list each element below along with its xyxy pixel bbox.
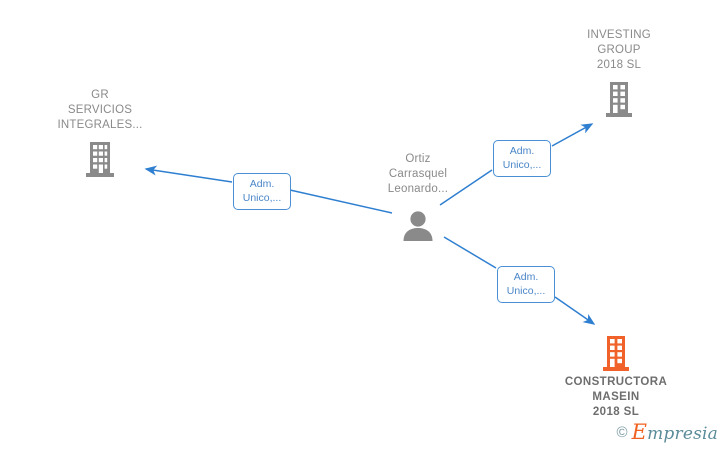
copyright-icon: © xyxy=(616,424,628,441)
building-icon xyxy=(531,330,701,372)
node-label-gr-servicios: GR SERVICIOS INTEGRALES... xyxy=(57,89,143,131)
node-gr-servicios[interactable]: GR SERVICIOS INTEGRALES... xyxy=(15,88,185,178)
brand-rest: mpresia xyxy=(647,424,718,444)
building-icon xyxy=(534,76,704,118)
edge-label-gr-servicios[interactable]: Adm. Unico,... xyxy=(233,173,291,210)
edge-label-investing-group[interactable]: Adm. Unico,... xyxy=(493,140,551,177)
node-label-constructora-masein: CONSTRUCTORA MASEIN 2018 SL xyxy=(564,376,668,418)
node-label-investing-group: INVESTING GROUP 2018 SL xyxy=(587,29,651,71)
building-icon xyxy=(15,136,185,178)
node-constructora-masein[interactable]: CONSTRUCTORA MASEIN 2018 SL xyxy=(531,330,701,420)
person-icon xyxy=(333,200,503,242)
node-investing-group[interactable]: INVESTING GROUP 2018 SL xyxy=(534,28,704,118)
empresia-watermark: © Empresia xyxy=(617,422,718,443)
node-ortiz-carrasquel[interactable]: Ortiz Carrasquel Leonardo... xyxy=(333,152,503,242)
node-label-ortiz-carrasquel: Ortiz Carrasquel Leonardo... xyxy=(387,153,449,195)
edge-label-constructora-masein[interactable]: Adm. Unico,... xyxy=(497,266,555,303)
brand-initial: E xyxy=(631,420,648,444)
brand-name: Empresia xyxy=(632,422,718,443)
